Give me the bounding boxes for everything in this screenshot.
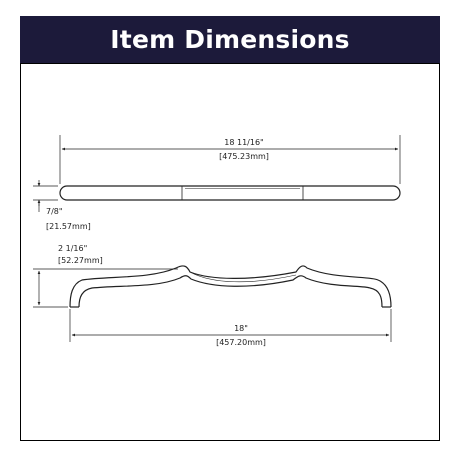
header-banner: Item Dimensions xyxy=(20,16,440,63)
thickness-imperial-label: 7/8" xyxy=(46,207,63,216)
drawing-frame xyxy=(20,63,440,441)
thickness-dimension xyxy=(33,180,58,212)
length-imperial-label: 18 11/16" xyxy=(224,138,263,147)
height-imperial-label: 2 1/16" xyxy=(58,244,87,253)
thickness-metric-label: [21.57mm] xyxy=(46,222,91,231)
center-metric-label: [457.20mm] xyxy=(216,338,266,347)
length-metric-label: [475.23mm] xyxy=(219,152,269,161)
page-title: Item Dimensions xyxy=(110,25,350,54)
center-to-center-dimension xyxy=(69,309,392,342)
height-dimension xyxy=(33,268,178,308)
side-view-handle xyxy=(69,265,392,308)
top-view-handle xyxy=(59,185,401,201)
length-dimension xyxy=(59,135,401,184)
center-imperial-label: 18" xyxy=(234,324,248,333)
height-metric-label: [52.27mm] xyxy=(58,256,103,265)
